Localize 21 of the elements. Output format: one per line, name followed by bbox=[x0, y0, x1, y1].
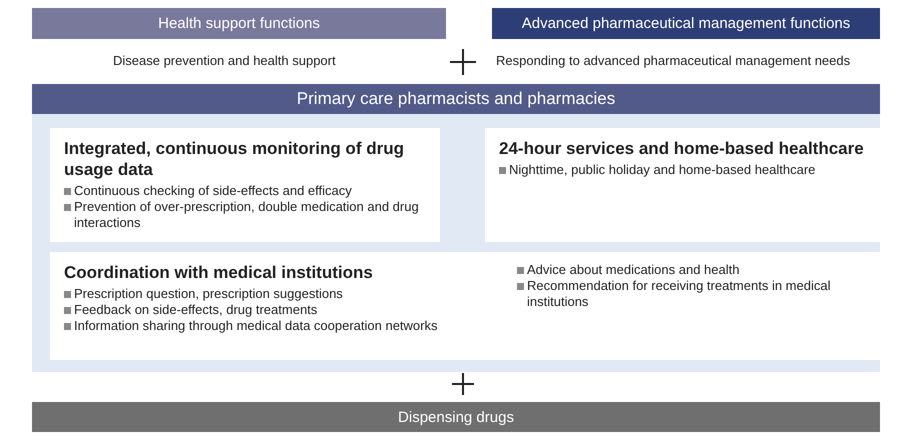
panel-title: Primary care pharmacists and pharmacies bbox=[32, 84, 880, 114]
bullet-item: Nighttime, public holiday and home-based healthcare bbox=[499, 162, 816, 178]
card bbox=[50, 252, 880, 360]
panel-background bbox=[32, 84, 880, 372]
card bbox=[50, 128, 440, 242]
card-heading: Coordination with medical institutions bbox=[64, 262, 373, 283]
card-heading: 24-hour services and home-based healthcare bbox=[499, 138, 864, 159]
header-bar: Advanced pharmaceutical management functions bbox=[492, 8, 880, 39]
bullet-item: Continuous checking of side-effects and efficacy bbox=[64, 183, 352, 199]
bullet-item: Advice about medications and health bbox=[517, 262, 740, 278]
bullet-item: Prescription question, prescription suggestions bbox=[64, 286, 343, 302]
bullet-item: Recommendation for receiving treatments in medical institutions bbox=[517, 278, 866, 310]
header-bar: Dispensing drugs bbox=[32, 402, 880, 432]
card bbox=[485, 128, 880, 242]
header-bar: Health support functions bbox=[32, 8, 446, 39]
bullet-item: Feedback on side-effects, drug treatments bbox=[64, 302, 318, 318]
bullet-item: Information sharing through medical data cooperation networks bbox=[64, 318, 438, 334]
description-text: Disease prevention and health support bbox=[113, 53, 336, 68]
bullet-item: Prevention of over-prescription, double medication and drug interactions bbox=[64, 199, 426, 231]
description-text: Responding to advanced pharmaceutical management needs bbox=[496, 53, 850, 68]
card-heading: Integrated, continuous monitoring of drug usage data bbox=[64, 138, 405, 180]
